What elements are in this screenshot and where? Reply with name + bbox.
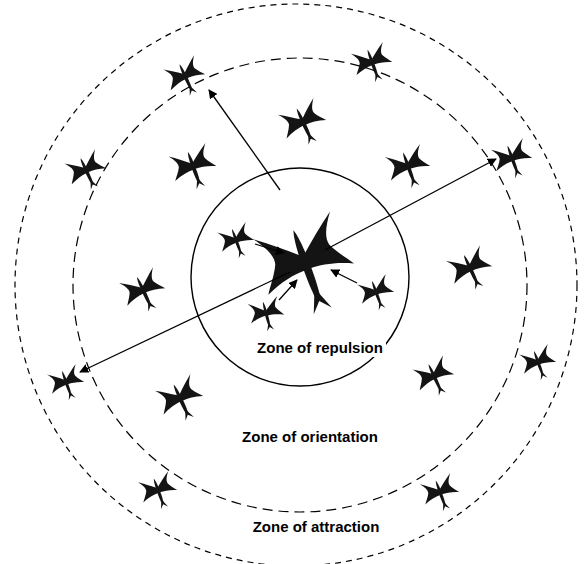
zone-boundary: [15, 4, 577, 564]
bird: [161, 54, 210, 102]
zone-outline: [14, 3, 578, 564]
arrows: [80, 90, 496, 372]
bird: [276, 97, 333, 152]
arrow: [279, 280, 297, 300]
bird: [136, 470, 181, 514]
zone-boundary: [191, 168, 409, 386]
bird: [45, 363, 88, 404]
bird: [383, 143, 435, 193]
zone-boundary: [73, 58, 527, 512]
zone-label: Zone of repulsion: [254, 339, 386, 357]
bird: [117, 266, 171, 319]
zone-circle: Zone of orientation Zone of repulsion: [72, 57, 528, 513]
bird: [418, 472, 463, 516]
bird: [167, 142, 222, 195]
zone-label: Zone of orientation: [239, 428, 381, 446]
arrow: [80, 272, 290, 372]
bird: [153, 373, 210, 428]
bird: [215, 221, 258, 262]
arrow: [255, 244, 284, 253]
bird: [355, 273, 398, 314]
bird: [246, 296, 287, 335]
zone-circle: Zone of repulsion: [190, 167, 410, 387]
bird: [410, 354, 459, 402]
arrow: [209, 90, 280, 190]
zone-label: Zone of attraction: [250, 518, 383, 536]
arrow: [325, 159, 496, 250]
arrow: [331, 270, 357, 283]
birds: [45, 41, 560, 516]
focal-bird: [249, 210, 366, 327]
bird: [349, 41, 397, 87]
bird: [489, 137, 537, 183]
zone-circle: Zone of attractionZone of orientationZon…: [14, 3, 578, 564]
bird: [62, 148, 111, 196]
bird: [517, 343, 560, 384]
bird: [444, 244, 498, 297]
